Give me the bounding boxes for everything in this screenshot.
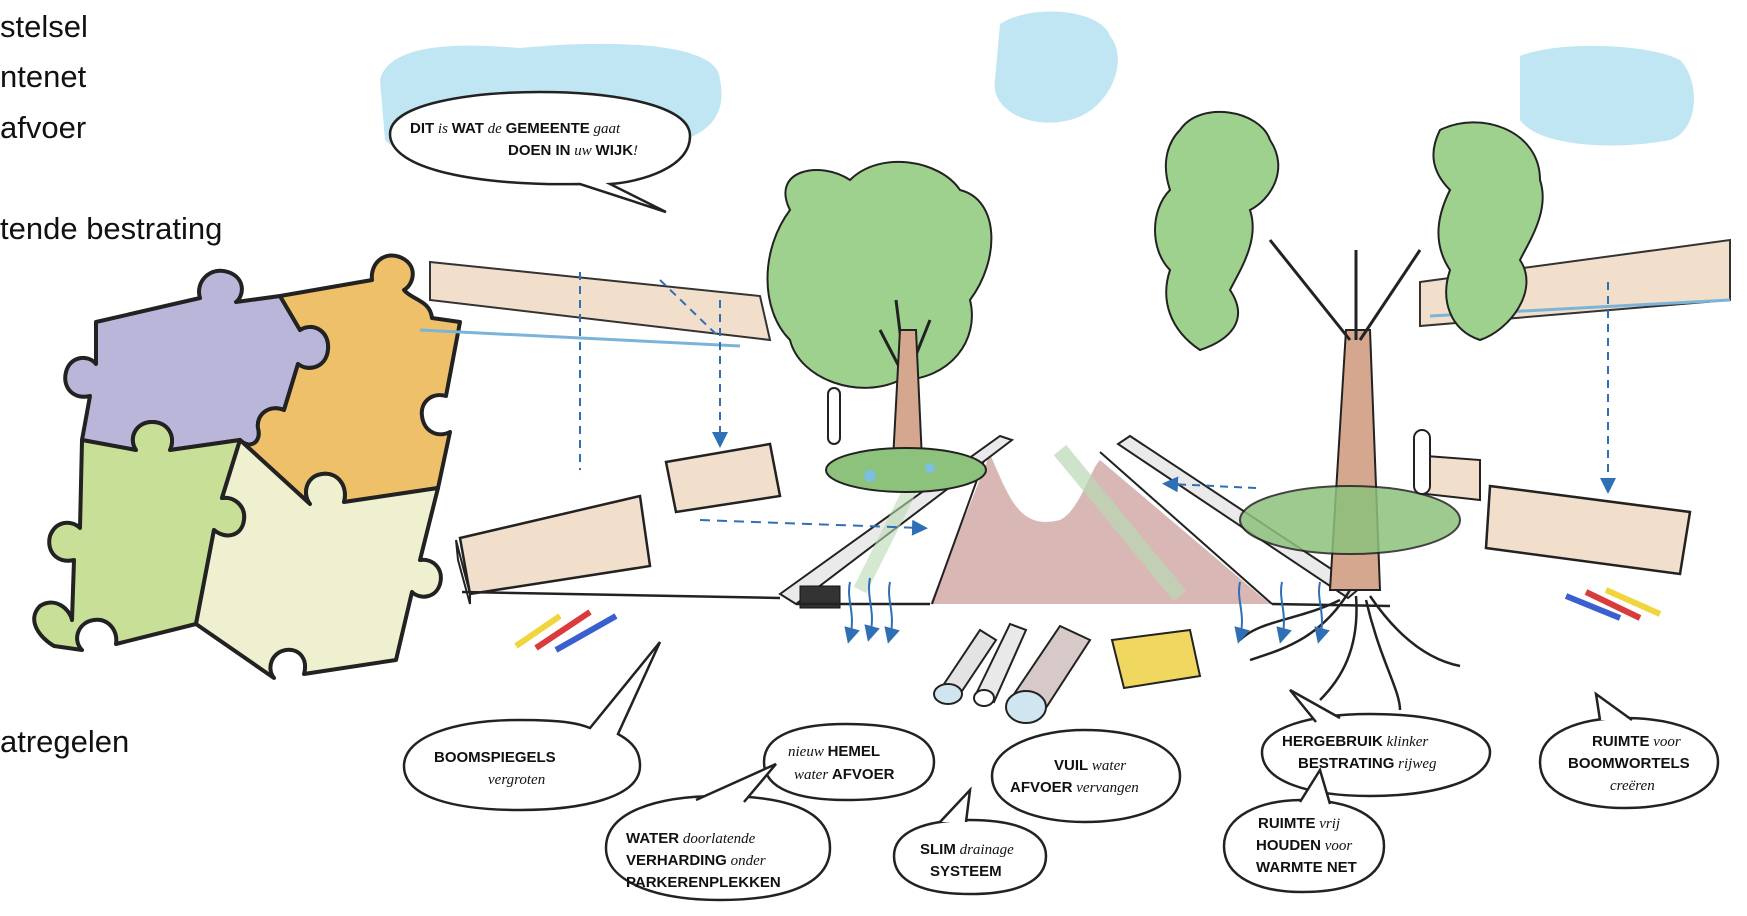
svg-text:HOUDEN voor: HOUDEN voor — [1256, 837, 1352, 854]
bubble-hergebruik: HERGEBRUIK klinker BESTRATING rijweg — [1260, 688, 1492, 798]
drain-grate — [799, 585, 841, 609]
bubble-header: DIT is WAT de GEMEENTE gaat DOEN IN uw W… — [388, 90, 692, 214]
tree-right — [1154, 110, 1544, 711]
bubble-vuilwater: VUIL water AFVOER vervangen — [990, 728, 1182, 824]
svg-text:HERGEBRUIK klinker: HERGEBRUIK klinker — [1282, 733, 1428, 750]
svg-text:DIT is WAT de GEMEENTE gaat: DIT is WAT de GEMEENTE gaat — [410, 120, 621, 137]
svg-text:DOEN IN uw WIJK!: DOEN IN uw WIJK! — [508, 142, 638, 159]
list-line-2: ntenet — [0, 59, 87, 94]
svg-text:BOOMSPIEGELS: BOOMSPIEGELS — [434, 749, 556, 766]
puzzle-piece-cream — [194, 438, 443, 680]
svg-text:vergroten: vergroten — [488, 772, 545, 788]
svg-text:water AFVOER: water AFVOER — [794, 766, 895, 783]
bubble-waterdoorlatend: WATER doorlatende VERHARDING onder PARKE… — [604, 762, 832, 902]
svg-text:SLIM drainage: SLIM drainage — [920, 841, 1014, 858]
svg-text:RUIMTE voor: RUIMTE voor — [1592, 733, 1681, 750]
svg-text:VUIL water: VUIL water — [1054, 757, 1126, 774]
planter-left — [458, 494, 652, 596]
tree-left — [766, 160, 993, 493]
list-line-5: atregelen — [0, 724, 130, 759]
pipes — [933, 622, 1092, 724]
bollards — [827, 387, 1431, 495]
svg-text:BOOMWORTELS: BOOMWORTELS — [1568, 755, 1690, 772]
svg-text:SYSTEEM: SYSTEEM — [930, 863, 1002, 880]
svg-text:creëren: creëren — [1610, 778, 1655, 794]
svg-text:VERHARDING onder: VERHARDING onder — [626, 852, 766, 869]
planter-right — [1484, 484, 1692, 576]
road-surface — [930, 454, 1270, 604]
list-line-3: afvoer — [0, 110, 87, 145]
heat-box — [1110, 628, 1202, 690]
list-line-1: stelsel — [0, 9, 88, 44]
planter-mid — [664, 442, 782, 514]
bubble-boomwortels: RUIMTE voor BOOMWORTELS creëren — [1538, 691, 1720, 810]
bubble-boomspiegels: BOOMSPIEGELS vergroten — [402, 641, 662, 812]
svg-text:PARKERENPLEKKEN: PARKERENPLEKKEN — [626, 874, 781, 891]
puzzle-icon — [32, 253, 462, 680]
cloud-center — [994, 11, 1118, 123]
svg-text:AFVOER vervangen: AFVOER vervangen — [1010, 779, 1139, 796]
svg-text:RUIMTE vrij: RUIMTE vrij — [1258, 815, 1340, 832]
puzzle-piece-green — [32, 420, 247, 652]
tree-roots — [1239, 589, 1461, 711]
bubble-warmtenet: RUIMTE vrij HOUDEN voor WARMTE NET — [1222, 766, 1386, 894]
svg-text:WARMTE NET: WARMTE NET — [1256, 859, 1357, 876]
svg-text:nieuw HEMEL: nieuw HEMEL — [788, 743, 880, 760]
planter-right-back — [1425, 454, 1481, 502]
list-line-4: tende bestrating — [0, 211, 223, 246]
cloud-right — [1520, 45, 1694, 146]
utilities — [514, 577, 1662, 724]
svg-text:WATER doorlatende: WATER doorlatende — [626, 830, 756, 847]
left-building — [419, 260, 782, 605]
svg-text:BESTRATING rijweg: BESTRATING rijweg — [1298, 755, 1437, 772]
water-arrows — [844, 577, 1330, 644]
bubble-drainage: SLIM drainage SYSTEEM — [892, 786, 1048, 896]
bubble-hemelwater: nieuw HEMEL water AFVOER — [762, 722, 936, 802]
